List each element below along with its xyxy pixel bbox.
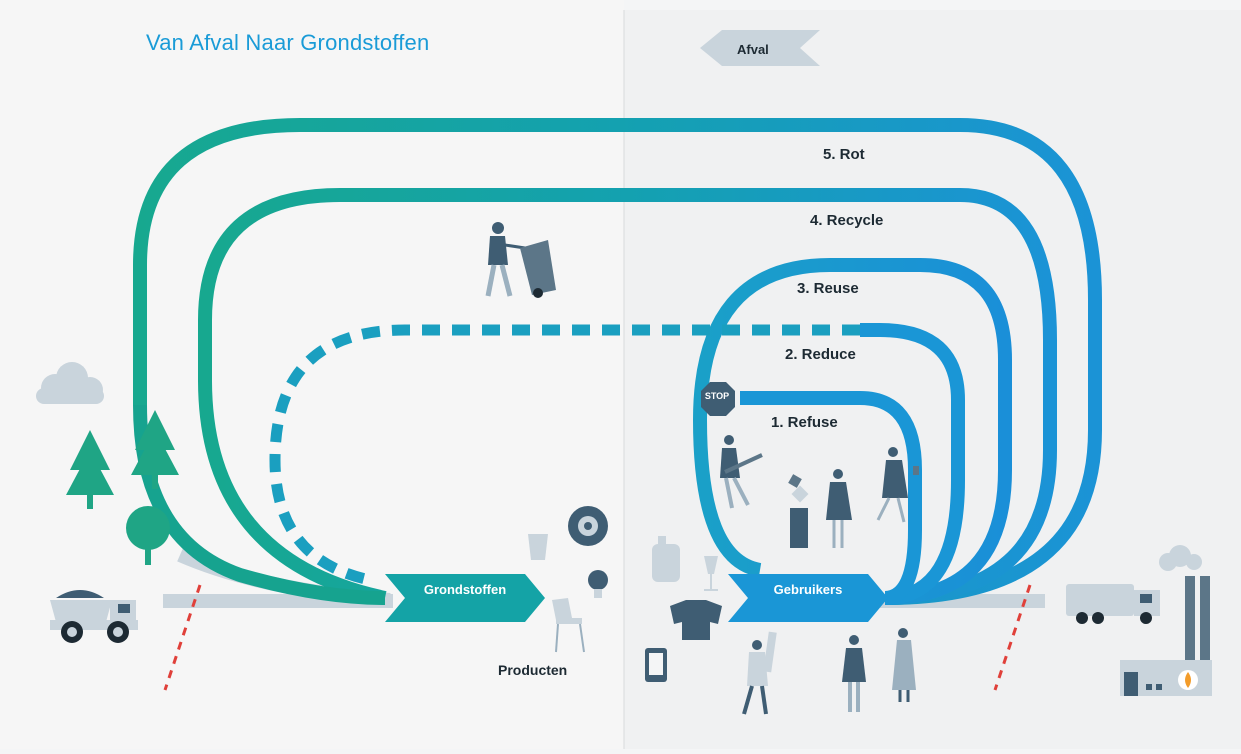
wine-glass-icon — [704, 556, 718, 591]
bottle-icon — [652, 536, 680, 582]
loop-reduce-solid — [860, 323, 965, 605]
factory-icon — [1120, 545, 1212, 696]
step-rot: 5. Rot — [823, 146, 865, 163]
round-tree-icon — [126, 506, 170, 565]
person-with-bin-icon — [485, 222, 556, 298]
step-reuse: 3. Reuse — [797, 280, 859, 297]
phone-icon — [645, 648, 667, 682]
grondstoffen-label: Grondstoffen — [423, 582, 507, 597]
page-title: Van Afval Naar Grondstoffen — [146, 30, 430, 55]
dump-truck-icon — [50, 590, 138, 643]
lightbulb-icon — [588, 570, 608, 598]
pine-tree-icon — [66, 410, 179, 509]
loop-reuse — [692, 258, 1012, 605]
loop-rot — [133, 118, 1102, 605]
products-label: Producten — [498, 662, 568, 678]
loop-reduce-dashed — [269, 324, 860, 586]
right-boundary-line — [993, 584, 1032, 691]
sweater-icon — [670, 600, 722, 640]
bottom-people-icon — [742, 628, 916, 715]
loop-recycle — [198, 188, 1057, 605]
gebruikers-label: Gebruikers — [773, 582, 843, 597]
step-reduce: 2. Reduce — [785, 346, 856, 363]
cloud-icon — [36, 362, 104, 404]
tire-icon — [568, 506, 608, 546]
afval-banner — [700, 30, 820, 66]
stop-sign-icon — [701, 382, 735, 416]
stop-sign-label: STOP — [704, 391, 730, 401]
afval-label: Afval — [737, 42, 769, 57]
garbage-truck-icon — [1066, 584, 1160, 624]
right-panel — [624, 10, 1241, 749]
step-refuse: 1. Refuse — [771, 414, 838, 431]
cup-icon — [528, 534, 548, 560]
left-panel — [0, 0, 624, 749]
left-boundary-line — [163, 584, 202, 691]
gebruikers-arrow — [728, 574, 888, 622]
grondstoffen-arrow — [385, 574, 545, 622]
chair-icon — [552, 598, 585, 653]
people-group-icon — [720, 435, 919, 548]
step-recycle: 4. Recycle — [810, 212, 884, 229]
